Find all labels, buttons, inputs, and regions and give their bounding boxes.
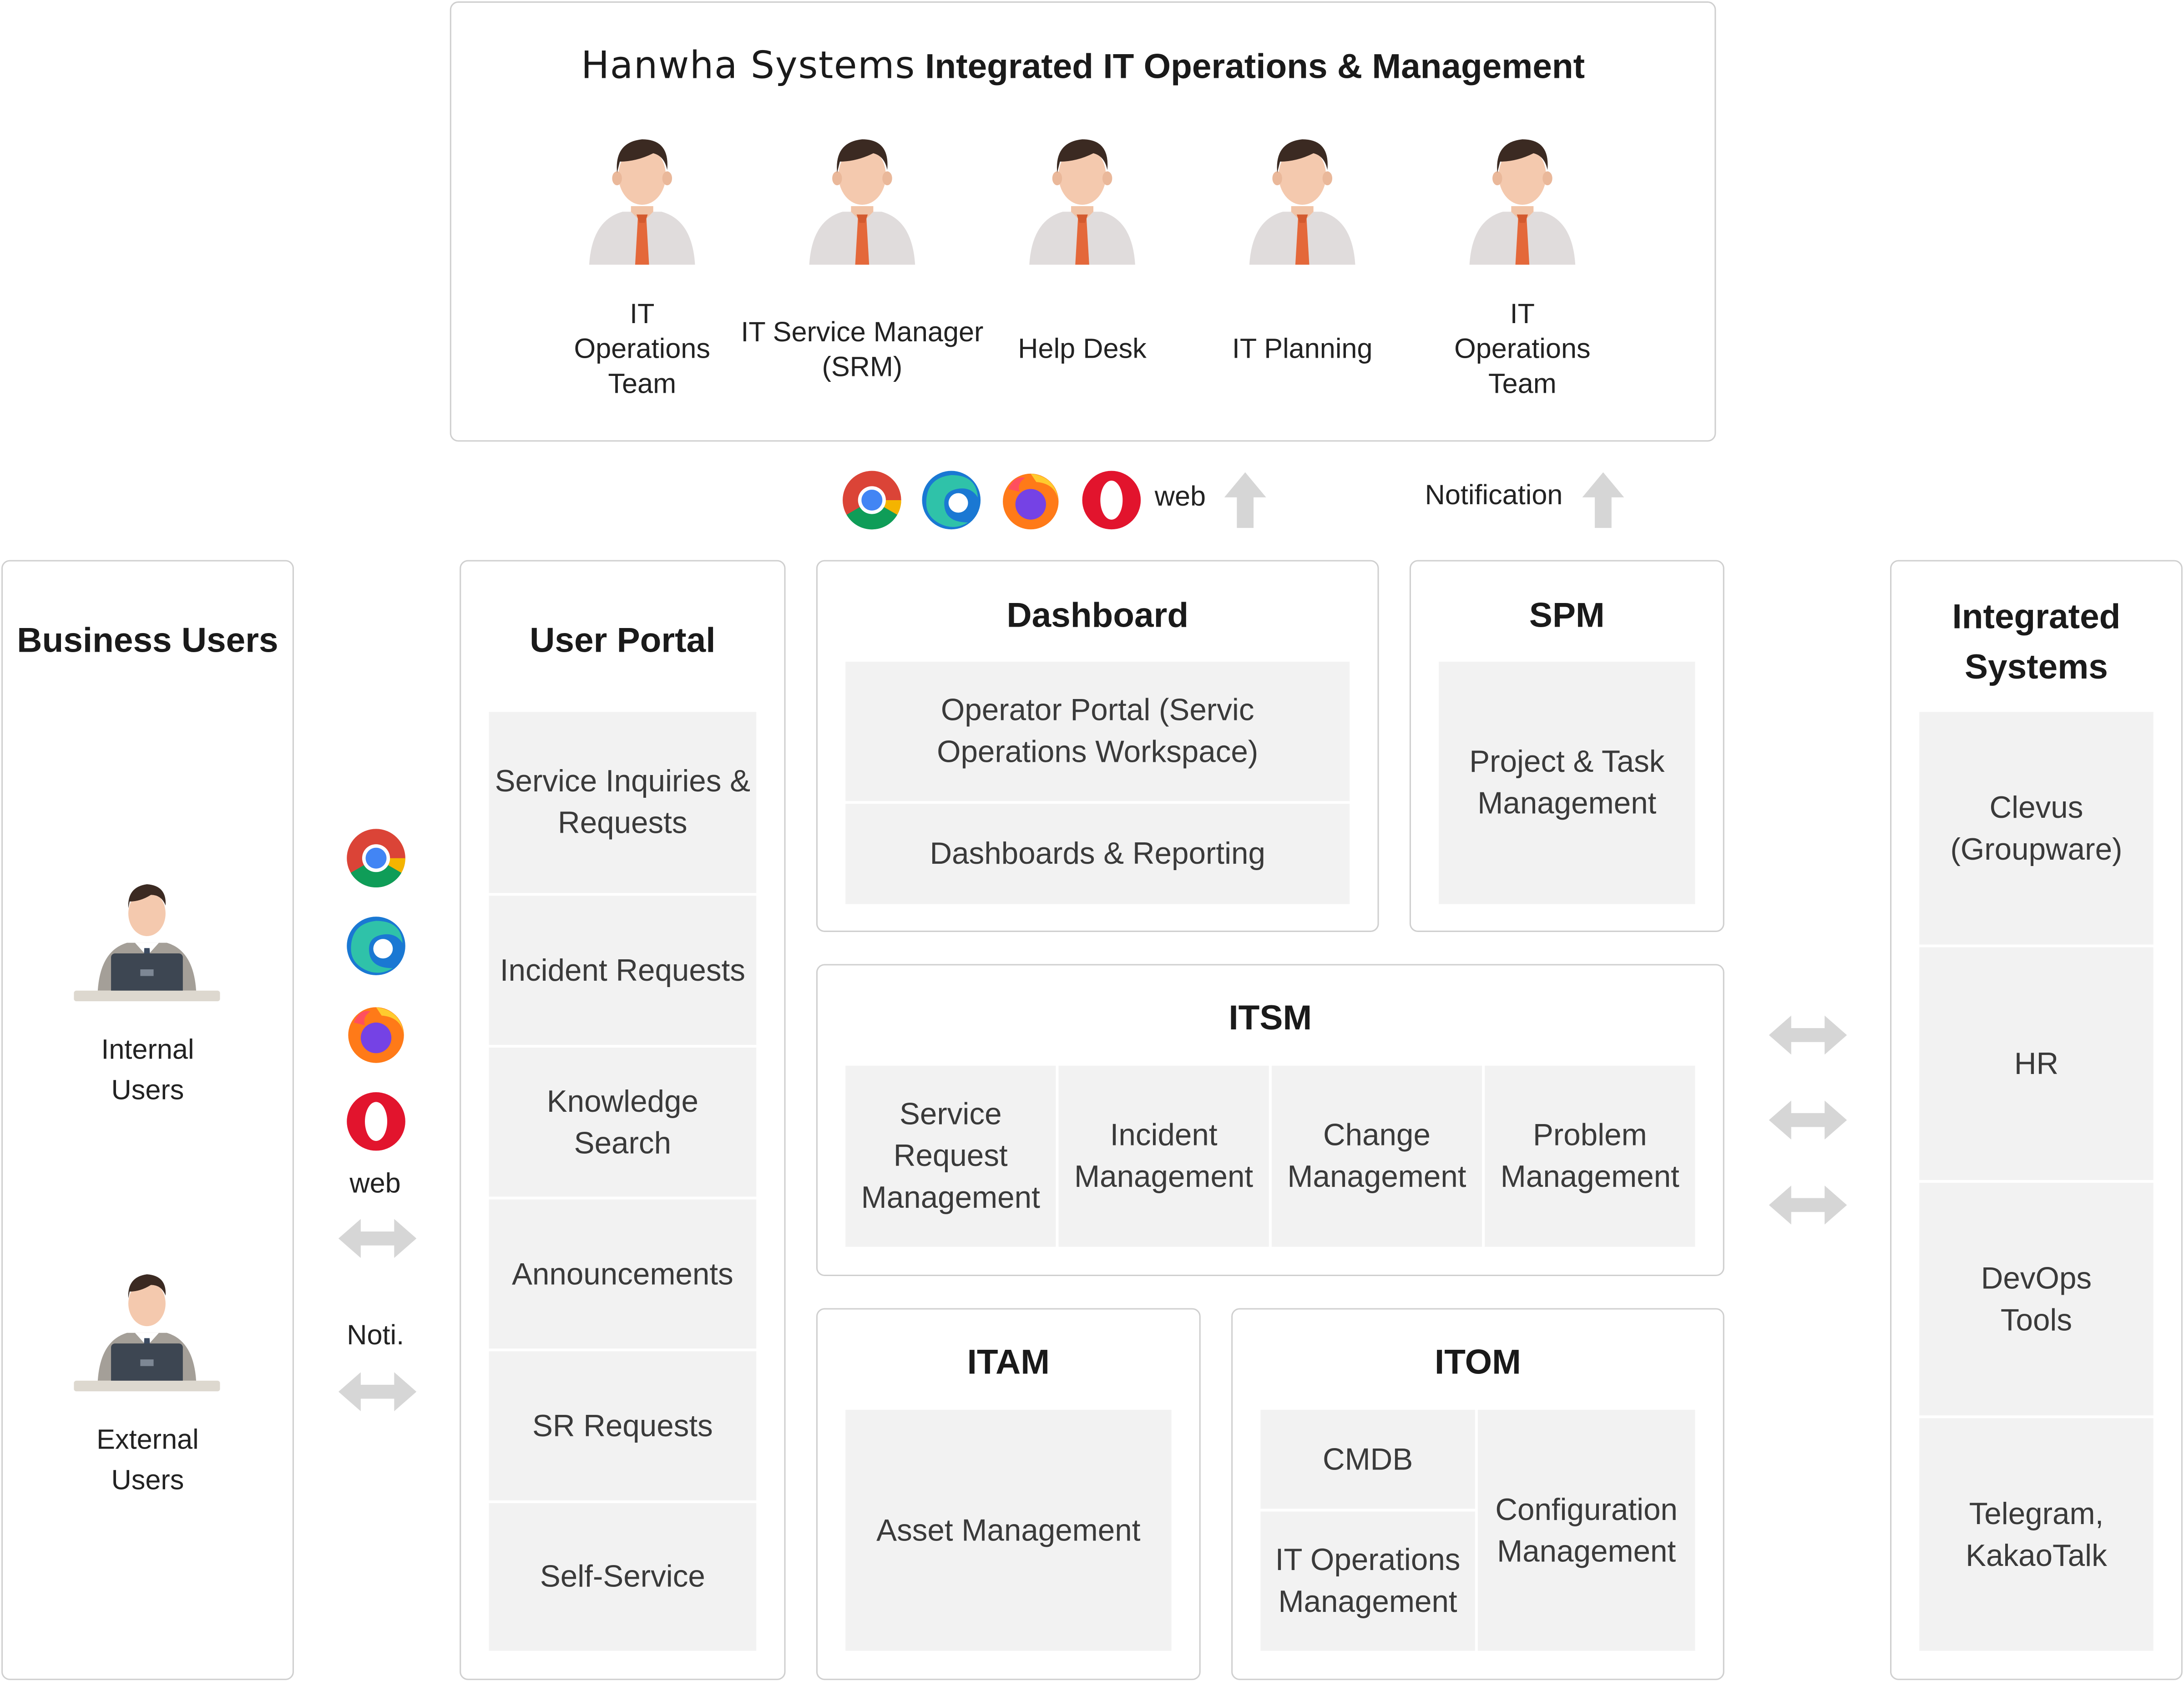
external-users-line-2: Users <box>111 1465 184 1496</box>
itam-title: ITAM <box>967 1343 1050 1382</box>
firefox-icon <box>345 1003 407 1064</box>
role-label-operations-team-2: IT Operations Team <box>1454 299 1591 400</box>
portal-item-sr-requests: SR Requests <box>489 1351 757 1502</box>
laptop-user-icon <box>74 1255 220 1394</box>
up-arrow-icon <box>1582 472 1624 528</box>
dashboard-title: Dashboard <box>1006 596 1189 635</box>
itom-item-operations: IT Operations Management <box>1260 1511 1476 1651</box>
double-arrow-icon <box>1769 1184 1847 1226</box>
firefox-icon <box>1000 470 1062 531</box>
system-item-devops: DevOps Tools <box>1919 1182 2154 1417</box>
external-users-label: External Users <box>64 1421 231 1502</box>
itsm-title: ITSM <box>1228 998 1312 1038</box>
itam-item-asset-management: Asset Management <box>845 1409 1172 1651</box>
role-label-it-planning: IT Planning <box>1232 334 1373 365</box>
role-label-operations-team: IT Operations Team <box>574 299 710 400</box>
internal-users-label: Internal Users <box>64 1031 231 1112</box>
itom-item-cmdb: CMDB <box>1260 1409 1476 1510</box>
office-worker-icon <box>806 131 918 270</box>
itom-item-configuration: Configuration Management <box>1477 1409 1695 1651</box>
system-item-groupware: Clevus (Groupware) <box>1919 712 2154 946</box>
internal-users-line-2: Users <box>111 1075 184 1106</box>
panel-title: Hanwha Systems Integrated IT Operations … <box>451 45 1715 88</box>
system-item-messenger: Telegram, KakaoTalk <box>1919 1418 2154 1651</box>
portal-item-service-inquiries: Service Inquiries & Requests <box>489 712 757 895</box>
portal-item-incident-requests: Incident Requests <box>489 896 757 1046</box>
brand-logo-text: Hanwha Systems <box>581 44 915 88</box>
portal-item-announcements: Announcements <box>489 1199 757 1350</box>
business-users-title: Business Users <box>17 621 278 661</box>
chrome-icon <box>841 470 903 531</box>
edge-icon <box>345 915 407 977</box>
opera-icon <box>345 1091 407 1152</box>
laptop-user-icon <box>74 865 220 1004</box>
itom-title: ITOM <box>1434 1343 1521 1382</box>
external-users-line-1: External <box>96 1425 199 1456</box>
spm-title: SPM <box>1529 596 1605 635</box>
business-users-panel: Business Users Internal Users External U… <box>1 560 294 1680</box>
office-worker-icon <box>1247 131 1358 270</box>
portal-item-knowledge-search: Knowledge Search <box>489 1048 757 1198</box>
internal-users-line-1: Internal <box>101 1035 194 1066</box>
office-worker-icon <box>1466 131 1578 270</box>
itsm-item-change: Change Management <box>1271 1065 1484 1247</box>
chrome-icon <box>345 827 407 889</box>
role-label-help-desk: Help Desk <box>1018 334 1147 365</box>
up-arrow-icon <box>1224 472 1266 528</box>
operations-team-panel: Hanwha Systems Integrated IT Operations … <box>450 1 1716 442</box>
office-worker-icon <box>586 131 698 270</box>
double-arrow-icon <box>1769 1099 1847 1141</box>
double-arrow-icon <box>339 1371 416 1413</box>
noti-label: Noti. <box>347 1321 404 1352</box>
user-portal-title: User Portal <box>530 621 716 661</box>
edge-icon <box>920 470 982 531</box>
double-arrow-icon <box>1769 1014 1847 1056</box>
integrated-systems-title: Integrated Systems <box>1952 598 2121 687</box>
system-item-hr: HR <box>1919 947 2154 1181</box>
web-label-top: web <box>1154 482 1206 513</box>
panel-title-text: Integrated IT Operations & Management <box>925 47 1585 86</box>
office-worker-icon <box>1026 131 1138 270</box>
itsm-item-problem: Problem Management <box>1485 1065 1695 1247</box>
opera-icon <box>1081 470 1142 531</box>
web-label-left: web <box>349 1169 401 1200</box>
itsm-item-service-request: Service Request Management <box>845 1065 1057 1247</box>
notification-label: Notification <box>1425 481 1563 512</box>
role-label-service-manager: IT Service Manager (SRM) <box>741 317 984 383</box>
itsm-item-incident: Incident Management <box>1058 1065 1270 1247</box>
double-arrow-icon <box>339 1217 416 1259</box>
portal-item-self-service: Self-Service <box>489 1503 757 1651</box>
dashboard-item-reporting: Dashboards & Reporting <box>845 804 1350 904</box>
dashboard-item-operator-portal: Operator Portal (Servic Operations Works… <box>845 662 1350 803</box>
spm-item-project-task: Project & Task Management <box>1439 662 1695 904</box>
